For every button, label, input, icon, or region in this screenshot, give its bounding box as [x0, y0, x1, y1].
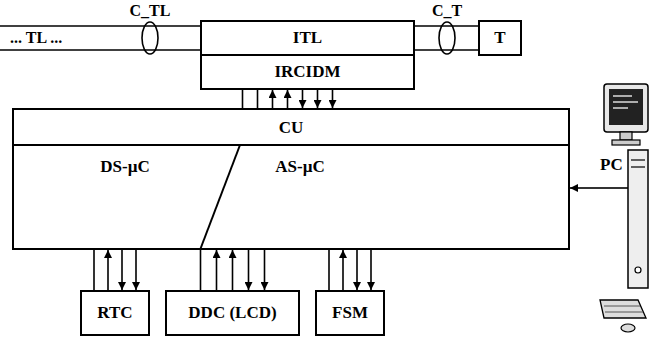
node-label: PC — [600, 156, 623, 175]
connector-line — [570, 187, 596, 189]
connector-line — [248, 250, 250, 290]
mouse — [621, 324, 635, 332]
connector-line — [415, 49, 478, 51]
terminal-box: T — [478, 20, 522, 56]
connector-line — [257, 90, 259, 108]
connector-line — [107, 250, 109, 290]
signal-label: C_TL — [128, 2, 173, 20]
screen-line — [613, 107, 628, 109]
connector-line — [317, 90, 319, 108]
node-label: DDC (LCD) — [188, 304, 276, 323]
cable-wire — [596, 187, 628, 189]
node-label: CU — [279, 119, 304, 138]
process-box: DDC (LCD) — [165, 290, 300, 336]
process-box: FSM — [315, 290, 385, 336]
node-label: T — [494, 29, 505, 48]
node-label: ITL — [293, 29, 322, 48]
connectors — [94, 26, 596, 290]
connector-line — [200, 250, 202, 290]
connector-line — [272, 90, 274, 108]
signal-label: C_T — [430, 2, 464, 20]
connector-line — [332, 90, 334, 108]
keyboard-row — [605, 312, 643, 313]
connector-line — [232, 250, 234, 290]
divider-diagonal — [200, 145, 240, 250]
monitor-neck — [620, 132, 632, 140]
keyboard — [600, 300, 646, 318]
process-box: IRCIDM — [200, 54, 415, 90]
monitor-screen — [609, 89, 643, 125]
monitor-base — [612, 140, 640, 145]
region: AS-µC — [245, 147, 355, 187]
cable-wire — [0, 25, 200, 27]
connector-line — [370, 250, 372, 290]
signal-label: ... TL ... — [8, 29, 64, 47]
tower-case — [628, 150, 648, 288]
connector-line — [415, 25, 478, 27]
connector-line — [328, 250, 330, 290]
monitor — [604, 84, 648, 132]
drive-slot — [631, 166, 645, 167]
region: DS-µC — [40, 147, 210, 187]
keyboard-row — [604, 306, 640, 307]
node-label: DS-µC — [100, 158, 149, 177]
connector-line — [356, 250, 358, 290]
connector-line — [264, 250, 266, 290]
control-unit-box: DS-µC AS-µC CU — [12, 108, 570, 250]
screen-line — [613, 101, 638, 103]
drive-slot — [631, 159, 645, 160]
node-label: RTC — [97, 304, 132, 323]
connector-line — [216, 250, 218, 290]
connector — [201, 250, 265, 290]
divider-line — [12, 144, 570, 146]
connector-line — [121, 250, 123, 290]
connector-line — [287, 90, 289, 108]
node-label: IRCIDM — [274, 63, 340, 82]
computer: PC — [596, 82, 648, 336]
connector — [94, 250, 136, 290]
connector — [243, 90, 333, 108]
connector-line — [302, 90, 304, 108]
connector-line — [135, 250, 137, 290]
connector — [329, 250, 371, 290]
connector-line — [93, 250, 95, 290]
computer-illustration — [596, 84, 648, 332]
cable-ellipse — [142, 22, 158, 54]
screen-line — [613, 95, 632, 97]
connector-line — [242, 90, 244, 108]
cable-wire — [0, 49, 200, 51]
node-label: FSM — [332, 304, 368, 323]
process-box: ITL — [200, 20, 415, 56]
node-label: AS-µC — [275, 158, 324, 177]
connector-line — [342, 250, 344, 290]
connector — [415, 26, 478, 50]
process-box: RTC — [80, 290, 150, 336]
power-button — [635, 267, 641, 273]
connector — [570, 188, 596, 189]
